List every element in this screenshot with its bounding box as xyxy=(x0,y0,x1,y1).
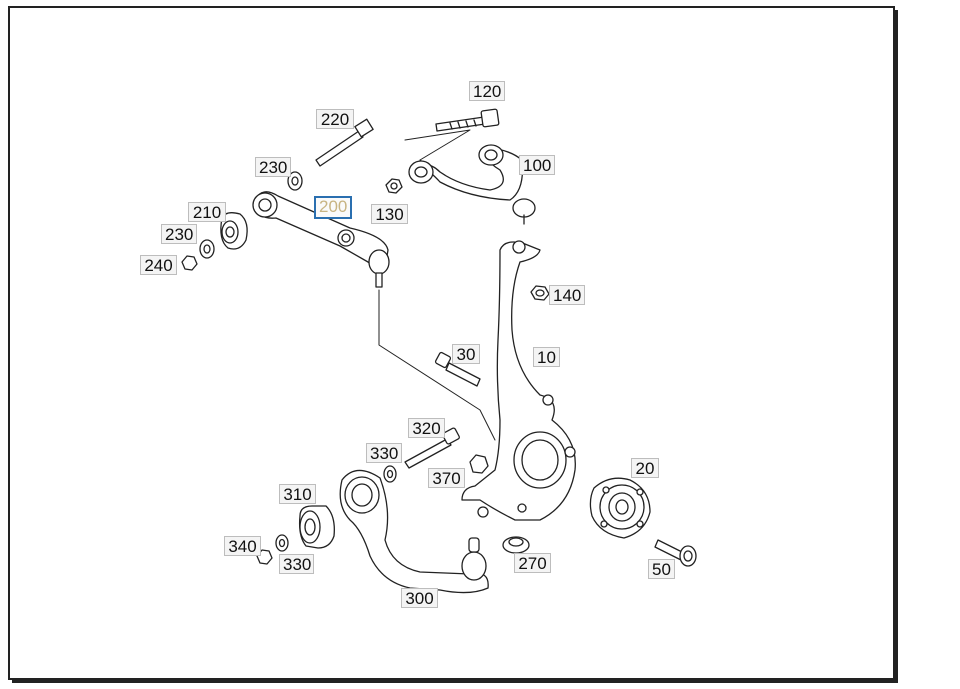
washer-330-lower-shape xyxy=(275,534,289,552)
strut-arm-200-shape xyxy=(252,191,390,288)
frame-shadow-bottom xyxy=(12,680,898,683)
bolt-320-shape xyxy=(404,427,460,469)
label-part-320[interactable]: 320 xyxy=(408,418,445,438)
bolt-30-shape xyxy=(434,351,481,387)
wheel-hub-20-shape xyxy=(589,477,651,539)
bushing-210-shape xyxy=(220,212,248,250)
frame-shadow-right xyxy=(895,10,898,682)
label-part-310[interactable]: 310 xyxy=(279,484,316,504)
label-part-50[interactable]: 50 xyxy=(648,559,675,579)
label-part-270[interactable]: 270 xyxy=(514,553,551,573)
washer-330-upper-shape xyxy=(383,465,397,483)
nut-240-shape xyxy=(181,255,198,271)
label-part-230-left[interactable]: 230 xyxy=(161,224,197,244)
bolt-220-shape xyxy=(315,118,374,167)
nut-130-shape xyxy=(385,178,403,194)
upper-arm-100-shape xyxy=(408,144,536,225)
steering-knuckle-10-shape xyxy=(461,240,576,521)
nut-140-shape xyxy=(530,285,550,301)
label-part-210[interactable]: 210 xyxy=(188,202,226,222)
diagram-frame xyxy=(8,6,895,680)
washer-230-upper-shape xyxy=(287,171,303,191)
label-part-370[interactable]: 370 xyxy=(428,468,465,488)
label-part-220[interactable]: 220 xyxy=(316,109,354,129)
bushing-310-shape xyxy=(298,505,335,549)
bolt-120-shape xyxy=(435,108,500,132)
label-part-10[interactable]: 10 xyxy=(533,347,560,367)
label-part-140[interactable]: 140 xyxy=(549,285,585,305)
label-part-130[interactable]: 130 xyxy=(371,204,408,224)
label-part-330-upper[interactable]: 330 xyxy=(366,443,402,463)
label-part-200-selected[interactable]: 200 xyxy=(314,196,352,219)
bolt-50-shape xyxy=(654,539,697,567)
label-part-20[interactable]: 20 xyxy=(631,458,659,478)
label-part-330-lower[interactable]: 330 xyxy=(279,554,314,574)
label-part-120[interactable]: 120 xyxy=(469,81,505,101)
label-part-230-upper[interactable]: 230 xyxy=(255,157,291,177)
nut-370-shape xyxy=(469,454,489,474)
washer-270-shape xyxy=(502,536,530,554)
label-part-340[interactable]: 340 xyxy=(224,536,261,556)
label-part-300[interactable]: 300 xyxy=(401,588,438,608)
lower-arm-300-shape xyxy=(339,469,489,594)
label-part-30[interactable]: 30 xyxy=(452,344,480,364)
label-part-240[interactable]: 240 xyxy=(140,255,177,275)
washer-230-left-shape xyxy=(199,239,215,259)
label-part-100[interactable]: 100 xyxy=(519,155,555,175)
